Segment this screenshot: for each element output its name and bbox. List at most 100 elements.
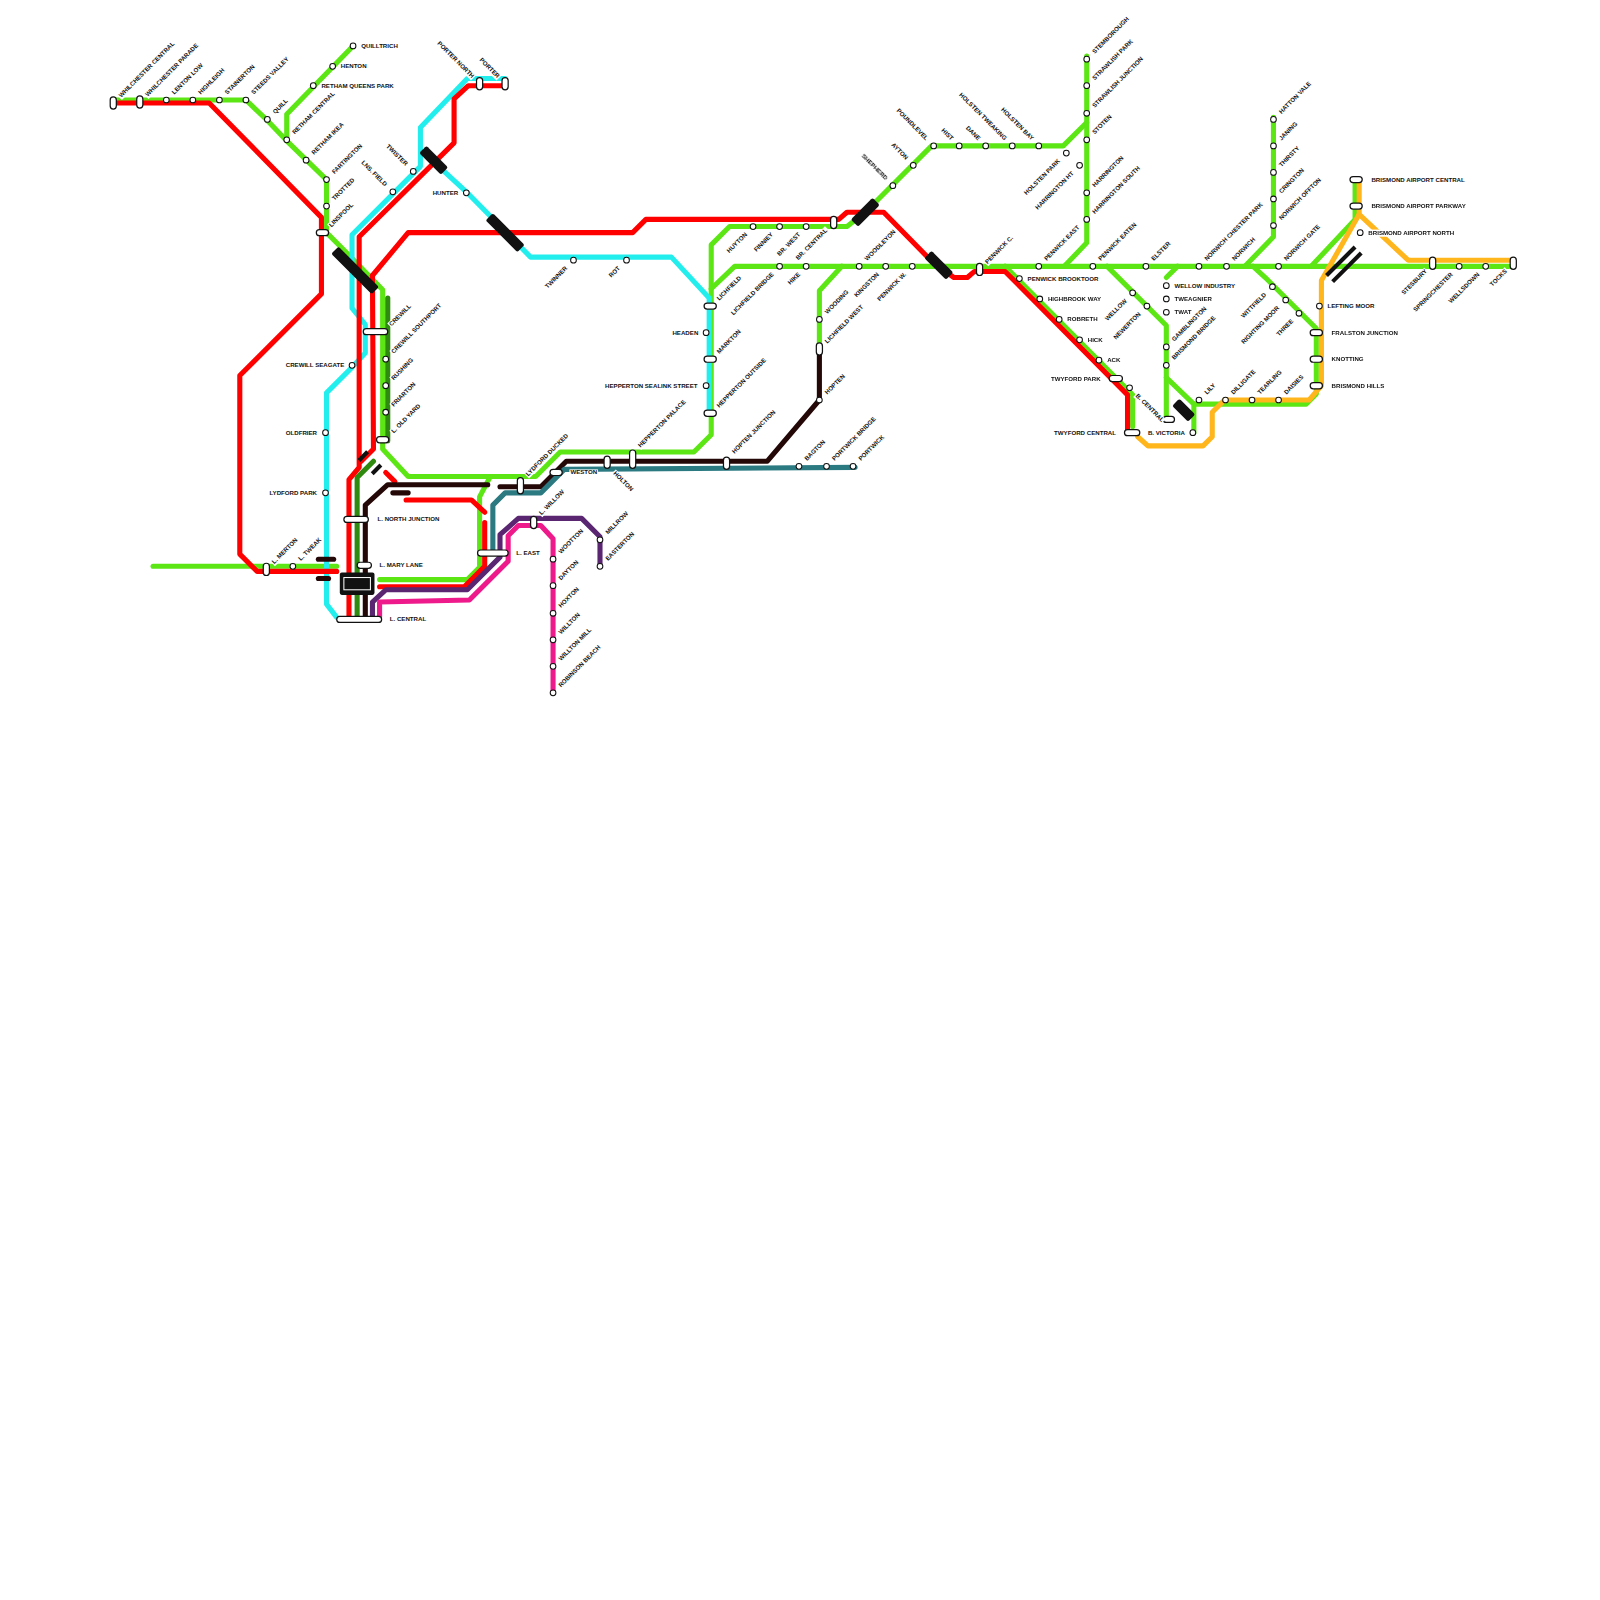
station-label: STEEDS VALLEY (250, 55, 292, 97)
station-marker (330, 63, 336, 69)
station-label: ROT (607, 264, 623, 280)
green-line (113, 100, 326, 233)
station-label: HICK (1087, 336, 1104, 343)
red-line (349, 86, 505, 618)
station-label: PENWICK C. (983, 233, 1015, 265)
station-pill (517, 478, 523, 494)
station-label: FRALSTON JUNCTION (1331, 329, 1399, 336)
dark-line (318, 576, 328, 581)
station-label: PENWICK EATEN (1096, 220, 1138, 262)
station-marker (703, 383, 709, 389)
station-label: ROBRETH (1066, 316, 1098, 323)
red-line (113, 86, 1127, 618)
station-pill (704, 410, 716, 416)
station-marker (1084, 217, 1090, 223)
interchange-block (924, 251, 953, 280)
station-label: STRAWLISH JUNCTION (1090, 54, 1145, 109)
station-marker (1163, 344, 1169, 350)
station-label: OLDFRIER (285, 429, 318, 436)
station-marker (624, 257, 630, 263)
station-marker (1077, 162, 1083, 168)
station-label: TWISTER (384, 142, 410, 168)
station-marker (1276, 263, 1282, 269)
station-label: LNS. FIELD (359, 158, 389, 188)
orange-line (1359, 182, 1510, 261)
station-label: HEPPERTON SEALINK STREET (604, 382, 698, 389)
station-marker (1276, 397, 1282, 403)
station-pill (478, 550, 509, 556)
station-label: FARTINGTON (330, 141, 365, 176)
interchange-block (486, 213, 525, 252)
station-label: L. MERTON (270, 536, 300, 566)
station-marker (1163, 296, 1169, 302)
station-label: RETHAM QUEENS PARK (320, 82, 394, 89)
station-label: HEPPERTON OUTSIDE (715, 356, 769, 410)
station-marker (1084, 83, 1090, 89)
interchange-block (357, 450, 369, 462)
red-line (406, 500, 485, 512)
station-marker (550, 556, 556, 562)
station-marker (217, 97, 223, 103)
station-marker (750, 224, 756, 230)
station-marker (703, 330, 709, 336)
station-marker (463, 190, 469, 196)
station-marker (983, 143, 989, 149)
station-label: HOXTON (557, 585, 582, 610)
station-marker (1090, 263, 1096, 269)
station-pill (704, 303, 716, 309)
station-label: TWEAGNIER (1173, 295, 1212, 302)
station-pill (723, 457, 729, 469)
station-label: L. NORTH JUNCTION (377, 516, 441, 523)
red-line (380, 522, 485, 586)
station-marker (163, 97, 169, 103)
cyan-line (427, 155, 710, 413)
station-marker (777, 263, 783, 269)
station-pill (137, 96, 143, 108)
station-marker (1144, 303, 1150, 309)
station-label: HOPTEN (823, 372, 848, 397)
station-label: AYTON (889, 141, 910, 162)
station-label: BRISMOND AIRPORT NORTH (1367, 229, 1455, 236)
station-marker (1196, 263, 1202, 269)
station-label: BRISMOND HILLS (1331, 382, 1386, 389)
station-marker (817, 317, 823, 323)
station-pill (363, 329, 387, 335)
station-marker (597, 563, 603, 569)
station-marker (1130, 290, 1136, 296)
orange-line (1138, 214, 1359, 446)
station-marker (931, 143, 937, 149)
station-label: MILLROW (604, 509, 631, 536)
red-line (372, 212, 1127, 430)
station-marker (550, 690, 556, 696)
station-label: B. CENTRAL (1133, 391, 1166, 424)
station-marker (1357, 230, 1363, 236)
station-label: TWYFORD PARK (1050, 375, 1102, 382)
station-marker (550, 637, 556, 643)
station-label: LINSPOOL (327, 200, 356, 229)
station-marker (303, 157, 309, 163)
station-marker (1084, 137, 1090, 143)
station-marker (571, 257, 577, 263)
station-label: TROTTED (330, 176, 357, 203)
station-label: THIRSTY (1277, 144, 1302, 169)
station-label: BRISMOND AIRPORT PARKWAY (1370, 203, 1466, 210)
station-marker (1224, 263, 1230, 269)
station-marker (1190, 430, 1196, 436)
red-line (113, 103, 336, 571)
station-pill (604, 456, 610, 468)
station-marker (324, 203, 330, 209)
station-label: BRISMOND AIRPORT CENTRAL (1370, 176, 1465, 183)
station-label: WOODLEYON (863, 227, 898, 262)
station-label: MARKTON (715, 327, 744, 356)
station-pill (1310, 330, 1322, 336)
station-label: WILLTON (557, 610, 583, 636)
interchange-link (1333, 253, 1362, 282)
station-label: HENTON (340, 63, 368, 70)
station-marker (1196, 397, 1202, 403)
pink-line (380, 526, 553, 693)
station-marker (850, 463, 856, 469)
station-label: ACK (1106, 357, 1121, 364)
